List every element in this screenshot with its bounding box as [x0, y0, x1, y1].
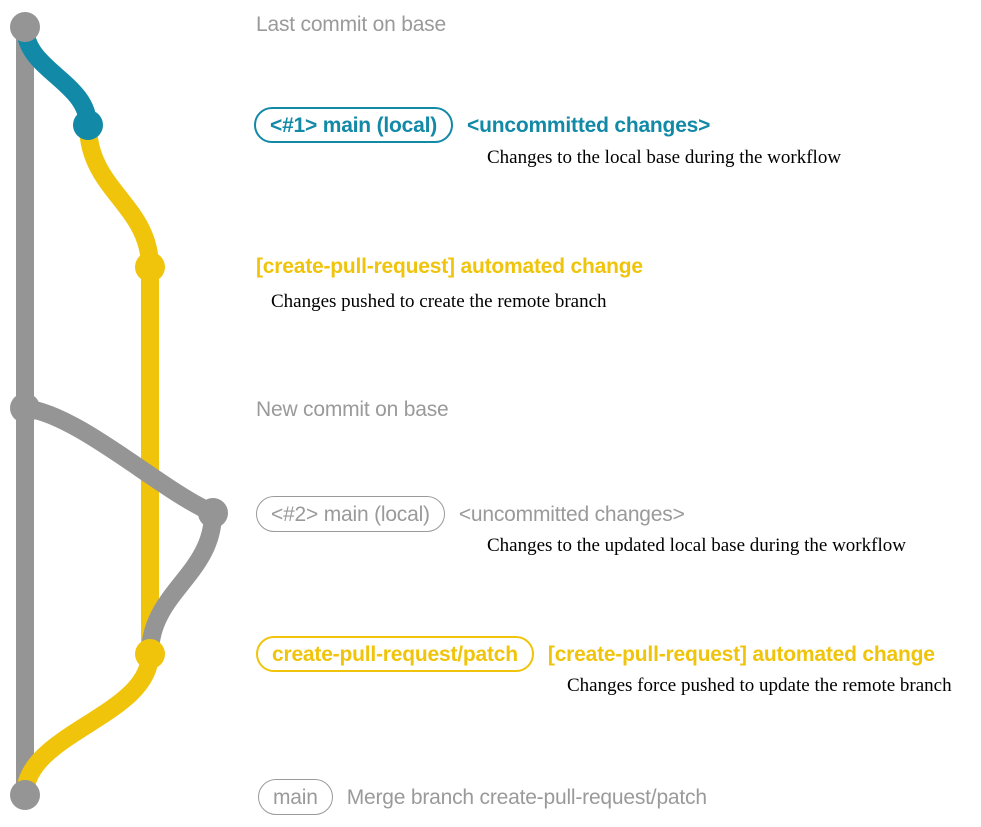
commit-description-automated-change-1: Changes pushed to create the remote bran…: [271, 291, 607, 312]
branch-pill-local-main-2[interactable]: <#2> main (local): [256, 496, 445, 532]
row-local-main-2: <#2> main (local) <uncommitted changes>: [256, 496, 685, 532]
commit-headline-local-main-2: <uncommitted changes>: [458, 502, 685, 526]
commit-headline-automated-change-1: [create-pull-request] automated change: [256, 255, 643, 278]
commit-node-remote-patch-force[interactable]: [135, 639, 165, 669]
branch-line-local-main-2: [16, 399, 222, 522]
commit-headline-last-commit-on-base: Last commit on base: [256, 13, 446, 36]
branch-line-merge-into-base: [16, 645, 159, 804]
commit-headline-automated-change-2: [create-pull-request] automated change: [547, 642, 935, 666]
commit-node-local-main-1[interactable]: [73, 110, 103, 140]
branch-line-remote-patch-create: [79, 116, 159, 276]
commit-headline-local-main-1: <uncommitted changes>: [467, 113, 711, 137]
branch-pill-local-main-1[interactable]: <#1> main (local): [254, 107, 454, 143]
row-create-pull-request-automated-change-1: [create-pull-request] automated change: [256, 256, 643, 277]
row-last-commit-on-base: Last commit on base: [256, 14, 446, 35]
row-new-commit-on-base: New commit on base: [256, 398, 449, 421]
commit-headline-new-commit-on-base: New commit on base: [256, 398, 449, 421]
branch-pill-create-pull-request-patch[interactable]: create-pull-request/patch: [256, 636, 534, 672]
branch-line-local-main-2-to-patch: [141, 504, 222, 663]
branch-line-local-main-1: [16, 18, 97, 134]
commit-node-base-merge-commit[interactable]: [10, 780, 40, 810]
commit-headline-merge-branch: Merge branch create-pull-request/patch: [346, 785, 707, 809]
commit-node-base-new-commit[interactable]: [10, 393, 40, 423]
commit-node-local-main-2[interactable]: [198, 498, 228, 528]
commit-description-local-main-2: Changes to the updated local base during…: [487, 535, 906, 556]
row-local-main-1: <#1> main (local) <uncommitted changes>: [254, 107, 710, 143]
commit-description-automated-change-2: Changes force pushed to update the remot…: [567, 675, 952, 696]
commit-node-remote-patch-create[interactable]: [135, 252, 165, 282]
row-merge-branch: main Merge branch create-pull-request/pa…: [258, 779, 707, 815]
commit-description-local-main-1: Changes to the local base during the wor…: [487, 147, 842, 168]
branch-pill-main[interactable]: main: [258, 779, 333, 815]
row-create-pull-request-automated-change-2: create-pull-request/patch [create-pull-r…: [256, 636, 935, 672]
commit-node-base-last-commit[interactable]: [10, 12, 40, 42]
